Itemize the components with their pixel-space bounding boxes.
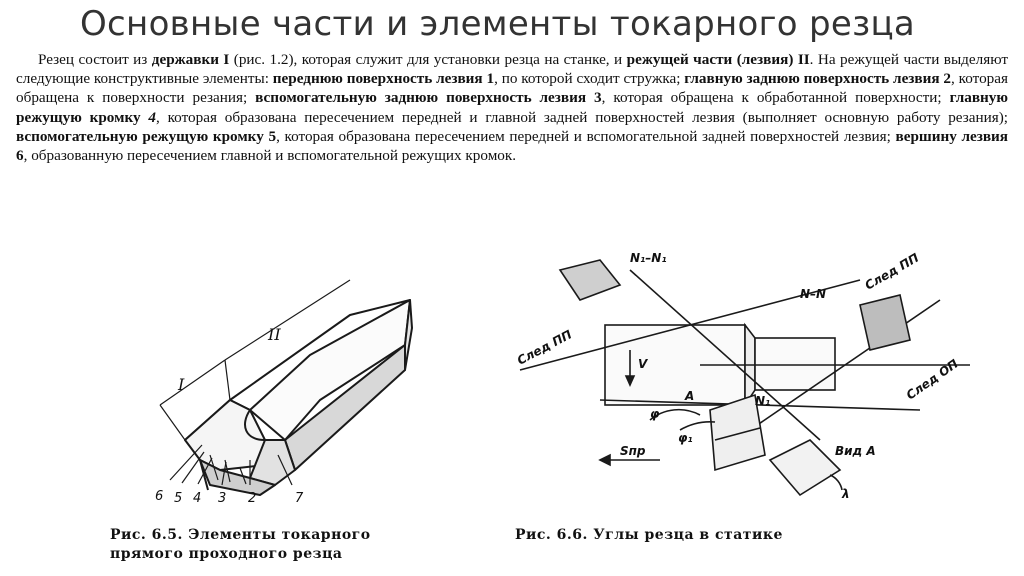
label-sled-3: След ОП (904, 357, 961, 403)
label-lambda: λ (841, 487, 850, 501)
num-7: 7 (295, 491, 304, 506)
figure-tool-elements: I II 6 5 4 3 2 7 (155, 279, 413, 506)
text-run: , по которой сходит стружка; (494, 70, 685, 88)
bold-term: 4 (148, 108, 156, 126)
label-n1n1: N₁–N₁ (630, 251, 667, 265)
label-sled-1: След ПП (515, 327, 574, 367)
text-run: , которая обращена к поверхности резания… (16, 70, 1008, 107)
text-run: Резец состоит из (38, 51, 152, 68)
bold-term: державки I (151, 51, 230, 68)
label-phi: φ (650, 407, 660, 421)
caption-left-line2: прямого проходного резца (110, 546, 343, 562)
caption-left: Рис. 6.5. Элементы токарного прямого про… (110, 526, 371, 564)
bold-term: режущей части (лезвия) II (626, 51, 810, 68)
text-run: (рис. 1.2), которая служит для установки… (229, 51, 627, 68)
num-2: 2 (248, 491, 256, 506)
caption-right: Рис. 6.6. Углы резца в статике (515, 527, 783, 543)
label-vid: Вид А (835, 444, 876, 458)
num-3: 3 (218, 491, 226, 506)
label-a: A (684, 389, 694, 403)
text-run: . На режущей части выделяют следующие ко… (16, 51, 1009, 88)
label-nn: N–N (800, 287, 826, 301)
label-phi1: φ₁ (678, 431, 693, 445)
bold-term: переднюю поверхность лезвия 1 (272, 70, 495, 88)
bold-term: вспомогательную заднюю поверхность лезви… (255, 89, 602, 107)
label-sled-2: След ПП (863, 251, 922, 293)
text-run: , которая образована пересечением передн… (276, 127, 896, 145)
bold-term: вспомогательную режущую кромку 5 (16, 127, 277, 145)
caption-left-line1: Рис. 6.5. Элементы токарного (110, 527, 371, 543)
label-n1: N₁ (755, 394, 770, 408)
text-run: , образованную пересечением главной и вс… (23, 147, 517, 165)
label-v: V (638, 357, 649, 371)
text-run: , которая образована пересечением передн… (155, 108, 1008, 126)
label-II: II (267, 325, 281, 344)
slide-title: Основные части и элементы токарного резц… (80, 4, 916, 44)
body-paragraph: Резец состоит из державки I (рис. 1.2), … (16, 50, 1008, 165)
num-6: 6 (155, 489, 163, 504)
figure-tool-angles: N₁–N₁ N–N След ПП След ПП След ОП Вид А … (515, 251, 970, 501)
label-I: I (177, 375, 185, 394)
bold-term: главную заднюю поверхность лезвия 2 (684, 70, 952, 88)
bold-term: вершину лезвия 6 (16, 127, 1008, 165)
text-run: , которая обращена к обработанной поверх… (601, 89, 950, 107)
label-snp: Sпр (620, 444, 646, 458)
num-4: 4 (193, 491, 201, 506)
bold-term: главную режущую кромку (16, 89, 1008, 126)
num-5: 5 (174, 491, 182, 506)
